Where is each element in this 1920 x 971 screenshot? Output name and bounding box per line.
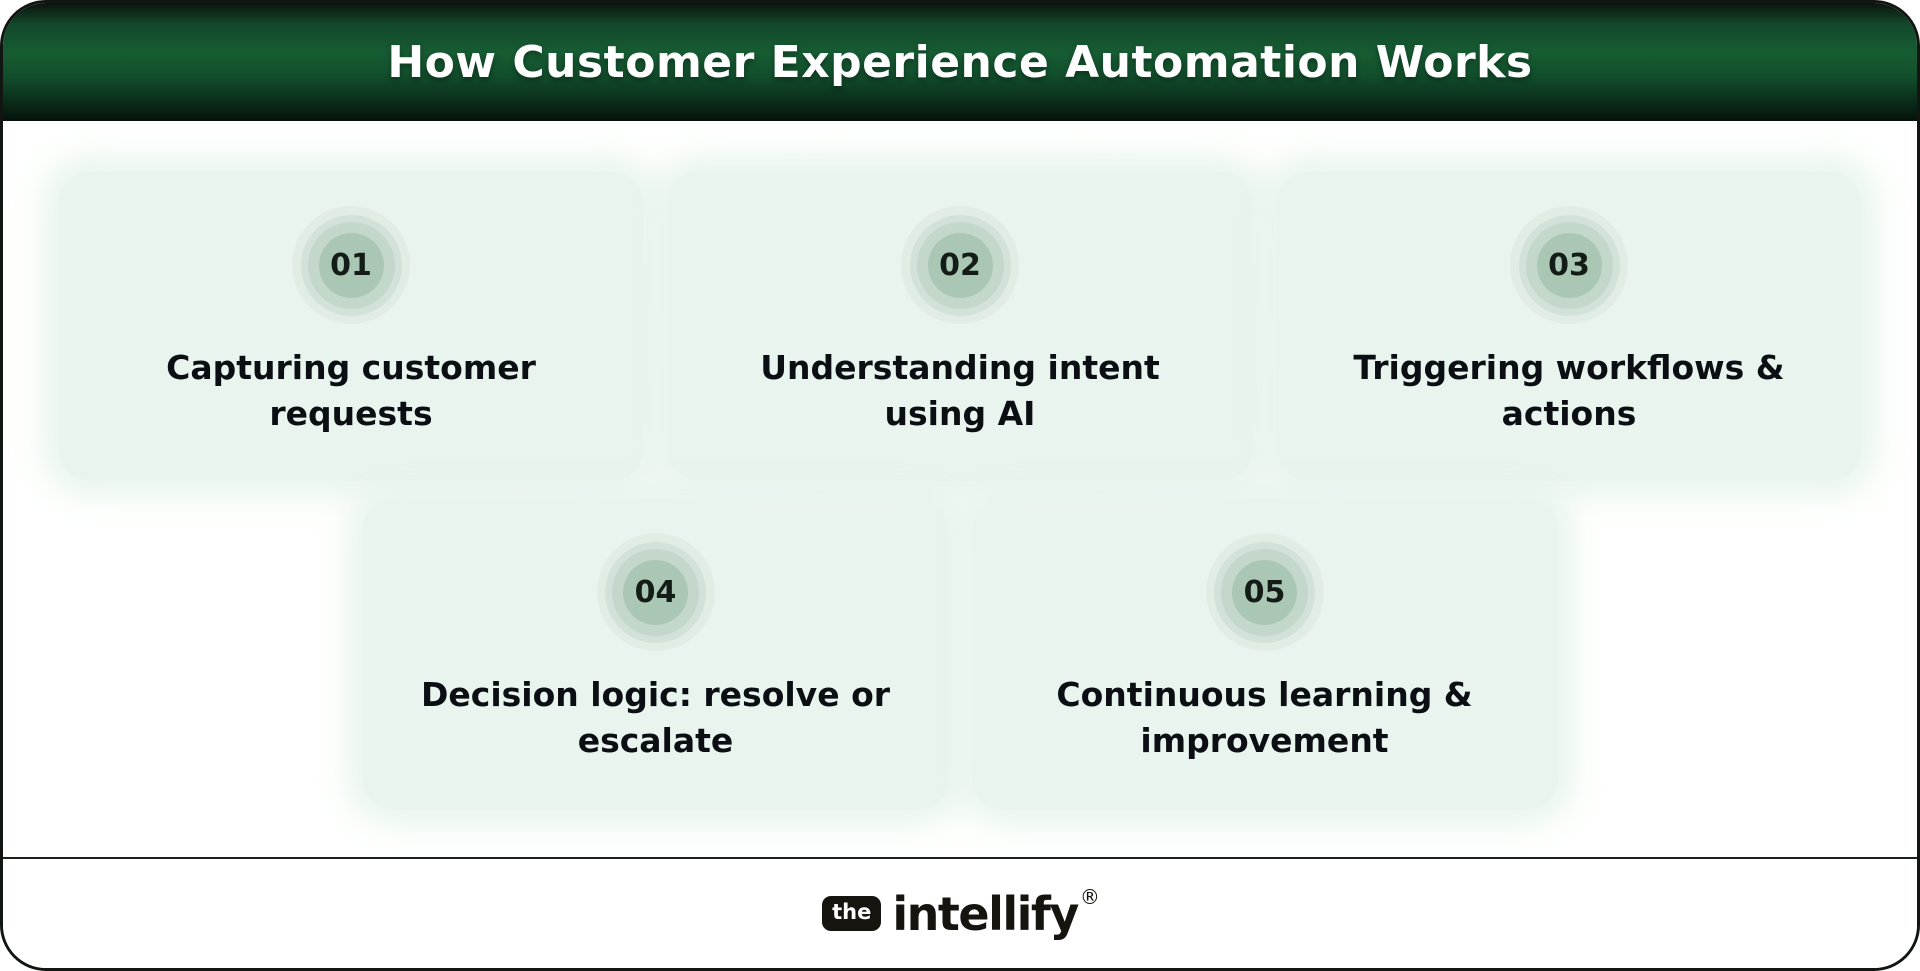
- steps-area: 01 Capturing customer requests 02: [3, 121, 1917, 857]
- badge-ring-inner: 03: [1525, 221, 1613, 309]
- logo-wordmark: intellify ®: [892, 885, 1100, 941]
- step-number: 03: [1536, 232, 1602, 298]
- badge-ring-inner: 02: [916, 221, 1004, 309]
- badge-ring-mid: 03: [1518, 214, 1620, 316]
- step-number: 05: [1232, 559, 1297, 625]
- step-title: Understanding intent using AI: [760, 345, 1160, 436]
- step-title-line: Capturing customer: [166, 348, 536, 387]
- step-number-badge: 01: [292, 206, 410, 324]
- step-number-badge: 02: [901, 206, 1019, 324]
- step-number-badge: 04: [596, 533, 715, 651]
- badge-ring-mid: 02: [909, 214, 1011, 316]
- step-title: Capturing customer requests: [166, 345, 536, 436]
- step-title: Triggering workflows & actions: [1353, 345, 1784, 436]
- logo-name-text: intellify: [892, 886, 1079, 941]
- step-card-4: 04 Decision logic: resolve or escalate: [362, 499, 949, 809]
- step-number: 04: [623, 559, 688, 625]
- step-title-line: improvement: [1140, 720, 1389, 760]
- step-number-badge: 03: [1510, 206, 1628, 324]
- step-title-line: Continuous learning &: [1056, 675, 1473, 714]
- step-number: 02: [927, 232, 993, 298]
- logo-the-badge: the: [822, 896, 882, 931]
- step-card-2: 02 Understanding intent using AI: [668, 172, 1252, 480]
- registered-trademark-icon: ®: [1079, 884, 1100, 909]
- step-title-line: using AI: [884, 393, 1036, 433]
- step-title-line: actions: [1501, 393, 1637, 433]
- step-title-line: escalate: [577, 720, 734, 760]
- step-card-5: 05 Continuous learning & improvement: [971, 499, 1558, 809]
- step-title: Continuous learning & improvement: [1056, 672, 1472, 763]
- badge-ring-mid: 04: [605, 541, 706, 643]
- step-title-line: requests: [269, 393, 433, 433]
- steps-row-2: 04 Decision logic: resolve or escalate 0…: [3, 499, 1917, 809]
- steps-row-1: 01 Capturing customer requests 02: [3, 172, 1917, 480]
- step-title-line: Triggering workflows &: [1353, 348, 1785, 387]
- step-title-line: Understanding intent: [760, 348, 1160, 387]
- step-number: 01: [318, 232, 384, 298]
- footer: the intellify ®: [3, 857, 1917, 968]
- step-title: Decision logic: resolve or escalate: [421, 672, 890, 763]
- badge-ring-inner: 04: [612, 548, 699, 636]
- step-number-badge: 05: [1205, 533, 1324, 651]
- brand-logo: the intellify ®: [822, 885, 1100, 941]
- header-banner: How Customer Experience Automation Works: [3, 3, 1917, 121]
- page-title: How Customer Experience Automation Works: [387, 36, 1533, 88]
- step-card-3: 03 Triggering workflows & actions: [1277, 172, 1861, 480]
- badge-ring-inner: 01: [307, 221, 395, 309]
- badge-ring-mid: 05: [1214, 541, 1315, 643]
- badge-ring-mid: 01: [300, 214, 402, 316]
- step-card-1: 01 Capturing customer requests: [59, 172, 643, 480]
- step-title-line: Decision logic: resolve or: [420, 675, 891, 714]
- badge-ring-inner: 05: [1221, 548, 1308, 636]
